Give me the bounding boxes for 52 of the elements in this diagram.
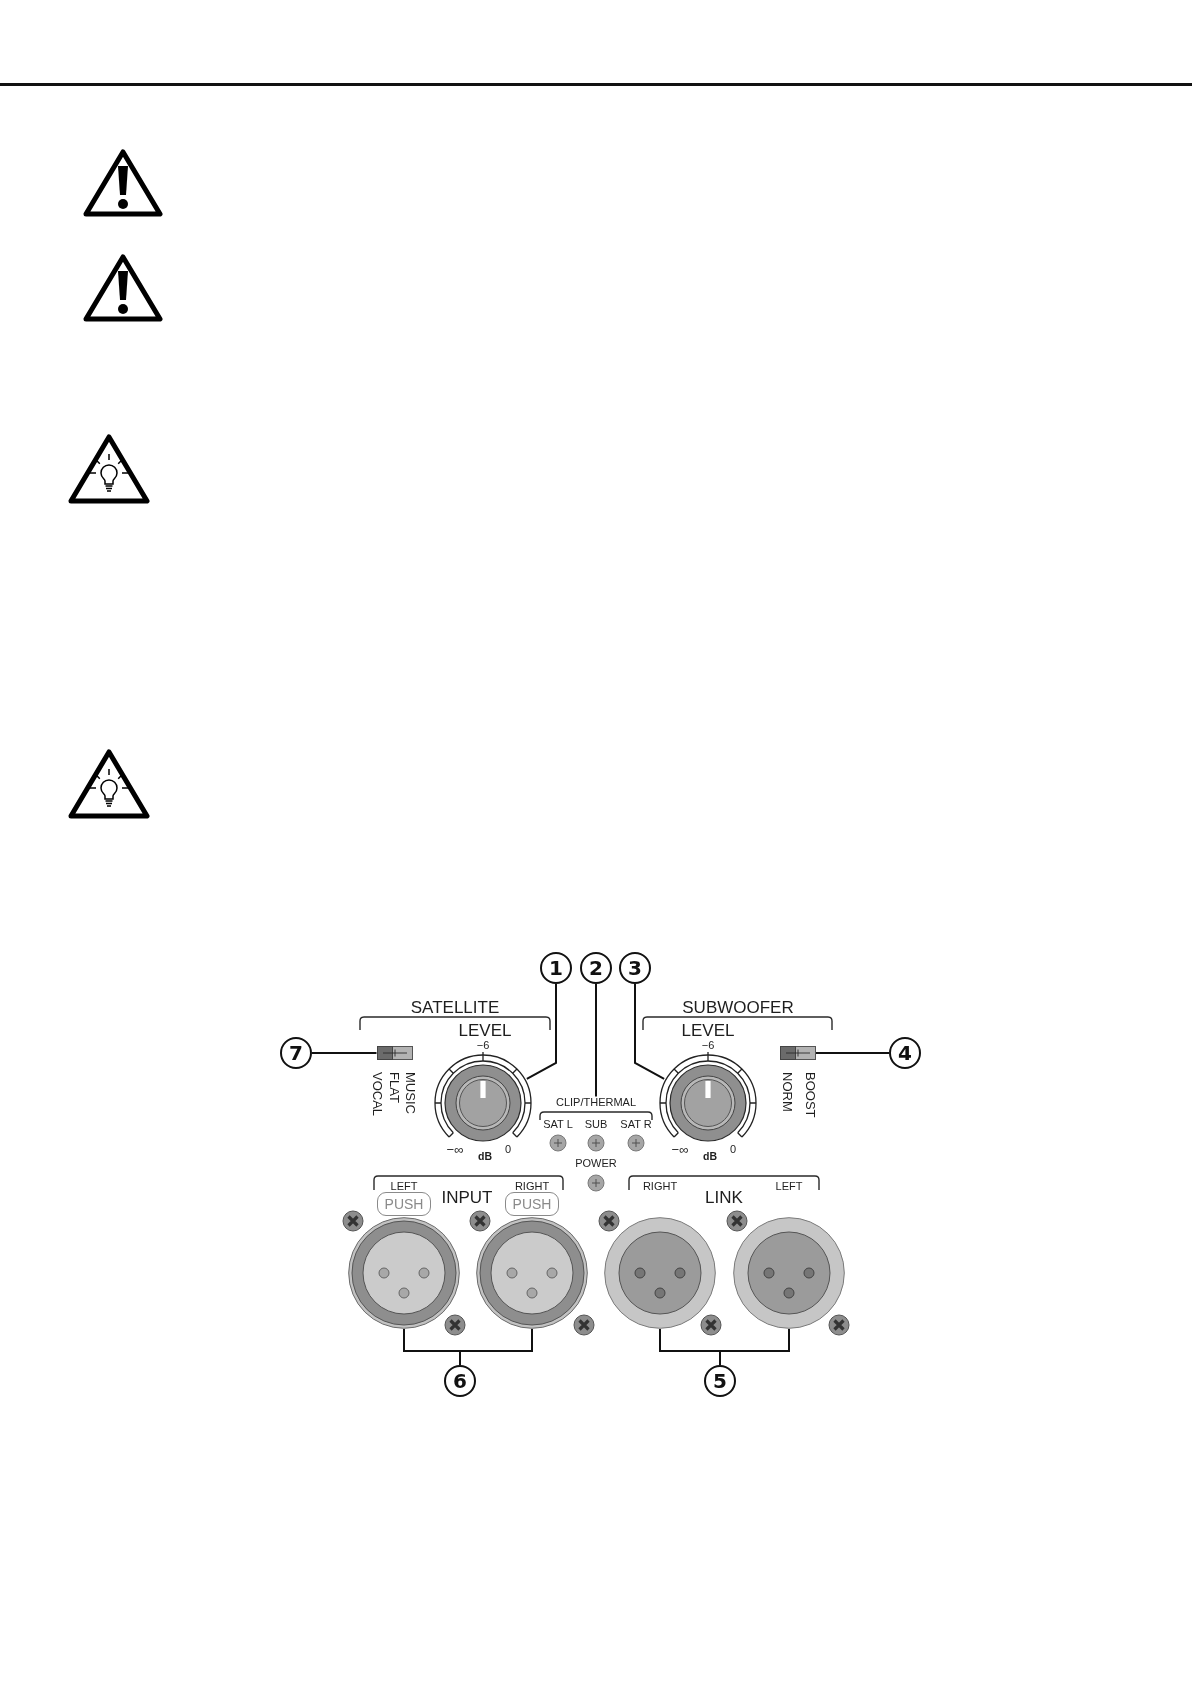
switch-position-label: MUSIC	[403, 1072, 417, 1114]
leader-line	[719, 1350, 721, 1366]
channel-label: RIGHT	[642, 1180, 678, 1192]
scale-label: 0	[729, 1143, 737, 1155]
leader-line	[459, 1350, 461, 1366]
switch-position-label: FLAT	[387, 1072, 401, 1103]
scale-label: −∞	[671, 1142, 689, 1156]
leader-line	[459, 1328, 533, 1352]
control-label: LEVEL	[681, 1021, 735, 1039]
unit-label: dB	[478, 1150, 492, 1162]
leader-line	[815, 1052, 890, 1054]
indicator-label: SAT L	[543, 1118, 573, 1130]
section-label: LINK	[705, 1188, 743, 1206]
section-label: SUBWOOFER	[682, 998, 794, 1016]
leader-line	[595, 983, 597, 1098]
push-latch: PUSH	[377, 1192, 431, 1216]
channel-label: LEFT	[775, 1180, 803, 1192]
level-knob	[656, 1051, 760, 1142]
channel-label: LEFT	[390, 1180, 418, 1192]
indicator-label: SUB	[584, 1118, 608, 1130]
scale-label: −∞	[446, 1142, 464, 1156]
switch-position-label: BOOST	[803, 1072, 817, 1118]
callout-number: 6	[444, 1365, 476, 1397]
leader-line	[403, 1328, 461, 1352]
callout-number: 5	[704, 1365, 736, 1397]
leader-line	[719, 1328, 790, 1352]
switch-position-label: VOCAL	[370, 1072, 384, 1117]
switch-position-label: NORM	[780, 1072, 794, 1112]
slide-switch	[376, 1046, 413, 1060]
scale-label: −6	[701, 1039, 715, 1051]
indicator-label: SAT R	[620, 1118, 652, 1130]
indicator-heading: CLIP/THERMAL	[555, 1096, 637, 1108]
callout-number: 2	[580, 952, 612, 984]
indicator-label: POWER	[575, 1157, 617, 1169]
scale-label: −6	[476, 1039, 490, 1051]
leader-line	[311, 1052, 378, 1054]
callout-number: 4	[889, 1037, 921, 1069]
callout-number: 3	[619, 952, 651, 984]
leader-line	[525, 983, 557, 1080]
callout-number: 7	[280, 1037, 312, 1069]
section-label: SATELLITE	[410, 998, 500, 1016]
callout-number: 1	[540, 952, 572, 984]
section-label: INPUT	[441, 1188, 493, 1206]
scale-label: 0	[504, 1143, 512, 1155]
channel-label: RIGHT	[514, 1180, 550, 1192]
unit-label: dB	[703, 1150, 717, 1162]
slide-switch	[780, 1046, 816, 1060]
level-knob	[431, 1051, 535, 1142]
control-label: LEVEL	[458, 1021, 512, 1039]
leader-line	[659, 1328, 721, 1352]
leader-line	[634, 983, 666, 1080]
push-latch: PUSH	[505, 1192, 559, 1216]
